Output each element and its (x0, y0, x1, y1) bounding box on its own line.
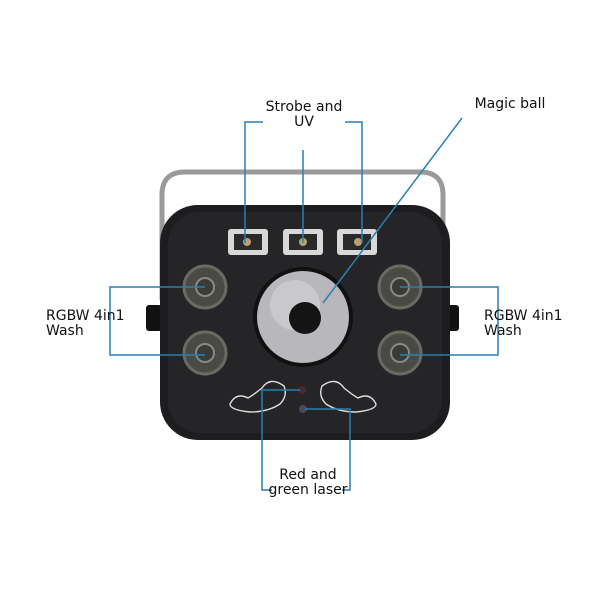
magic-ball-label: Magic ball (474, 96, 546, 112)
red-laser-aperture (298, 386, 306, 394)
green-laser-aperture (299, 405, 307, 413)
callout-lines (109, 117, 499, 491)
rgbw-wash-left-label: RGBW 4in1 Wash (46, 308, 125, 339)
strobe-uv-label: Strobe and UV (265, 99, 343, 130)
seal-logo (229, 380, 377, 413)
laser-label: Red and green laser (268, 467, 348, 498)
side-knob-left (146, 305, 162, 331)
rgbw-wash-right-label: RGBW 4in1 Wash (484, 308, 563, 339)
magic-ball (253, 267, 353, 367)
